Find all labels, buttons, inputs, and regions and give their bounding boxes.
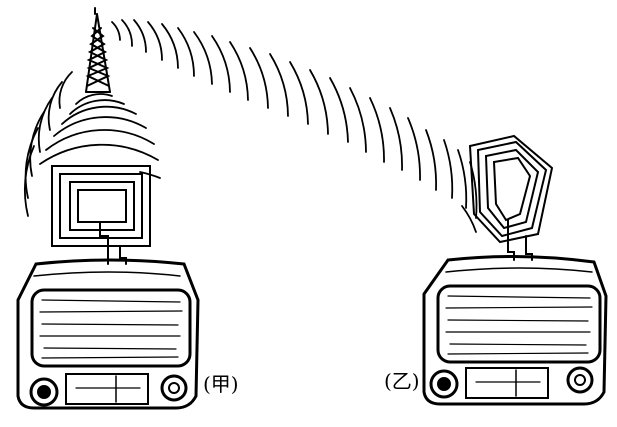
radio-receiver-right <box>422 254 608 406</box>
radio-a-label: (甲) <box>203 372 239 396</box>
radio-waves-left <box>23 71 161 217</box>
radio-b-label: (乙) <box>384 369 420 393</box>
radio-receiver-left <box>16 258 200 410</box>
radio-waves-right <box>111 19 478 233</box>
square-loop-antenna-right <box>468 134 554 261</box>
radio-tower-icon <box>85 7 111 93</box>
square-loop-antenna-left <box>51 165 151 265</box>
